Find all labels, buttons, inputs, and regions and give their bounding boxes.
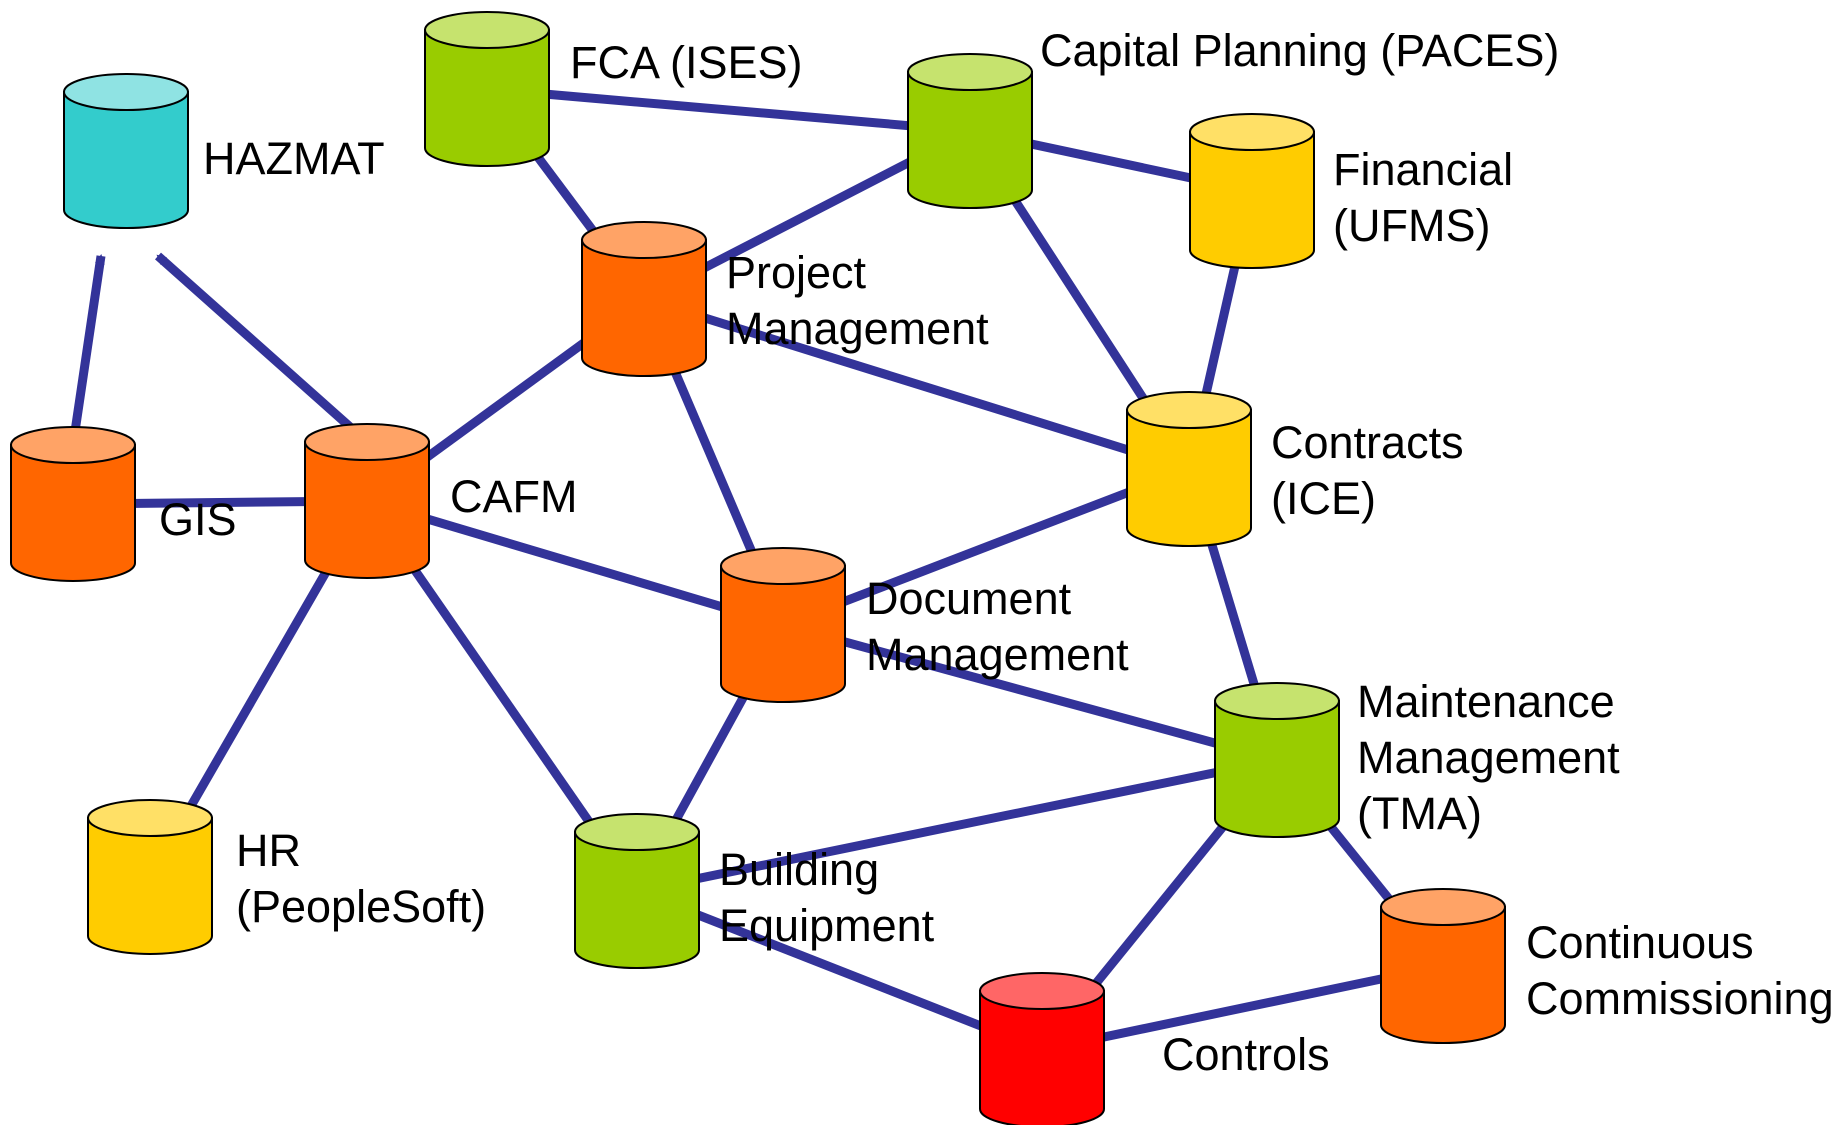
cylinder-top [1189, 113, 1315, 151]
node-label-line: FCA (ISES) [570, 37, 803, 88]
node-label-line: Building [719, 844, 879, 895]
node-label: HAZMAT [203, 133, 385, 184]
node-label-line: Capital Planning (PACES) [1040, 25, 1559, 76]
node-cafm: CAFM [304, 423, 578, 579]
database-cylinder-icon [574, 831, 700, 969]
edge-cafm-document [365, 496, 785, 630]
node-label-line: HR [236, 825, 301, 876]
node-label-line: Financial [1333, 144, 1513, 195]
edge-fca-capital [486, 84, 971, 136]
edge-maintenance-building [636, 755, 1278, 896]
database-cylinder-icon [581, 239, 707, 377]
cylinder-top [1214, 682, 1340, 720]
database-cylinder-icon [1189, 131, 1315, 269]
node-label-line: HAZMAT [203, 133, 385, 184]
node-label-line: (ICE) [1271, 473, 1376, 524]
cylinder-top [581, 221, 707, 259]
cylinder-top [574, 813, 700, 851]
arrow-cafm-to-hazmat [155, 252, 370, 446]
node-label-line: (UFMS) [1333, 200, 1490, 251]
node-financial: Financial(UFMS) [1189, 113, 1513, 269]
node-label-line: CAFM [450, 471, 578, 522]
node-label: FCA (ISES) [570, 37, 803, 88]
cylinder-top [1126, 391, 1252, 429]
arrow-gis-to-hazmat [68, 254, 106, 446]
node-fca: FCA (ISES) [424, 11, 803, 167]
node-hazmat: HAZMAT [63, 73, 385, 229]
node-capital: Capital Planning (PACES) [907, 25, 1559, 209]
node-label-line: (PeopleSoft) [236, 881, 486, 932]
database-cylinder-icon [720, 565, 846, 703]
node-label: Controls [1162, 1029, 1330, 1080]
node-label-line: (TMA) [1357, 788, 1482, 839]
edge-project-contracts [642, 294, 1191, 474]
node-label: Contracts(ICE) [1271, 417, 1464, 524]
database-cylinder-icon [1126, 409, 1252, 547]
edge-contracts-document [781, 464, 1191, 630]
systems: HAZMAT FCA (ISES) Capital Planning (PACES)… [10, 11, 1834, 1125]
edge-building-controls [635, 886, 1044, 1055]
cylinder-top [304, 423, 430, 461]
database-cylinder-icon [1380, 906, 1506, 1044]
cylinder-top [1380, 888, 1506, 926]
node-label-line: Management [866, 629, 1129, 680]
database-cylinder-icon [424, 29, 550, 167]
cylinder-top [63, 73, 189, 111]
database-cylinder-icon [63, 91, 189, 229]
node-label-line: Controls [1162, 1029, 1330, 1080]
node-label-line: GIS [159, 494, 237, 545]
node-contracts: Contracts(ICE) [1126, 391, 1464, 547]
database-cylinder-icon [10, 444, 136, 582]
cylinder-top [979, 972, 1105, 1010]
node-label-line: Project [726, 247, 867, 298]
node-label-line: Management [726, 303, 989, 354]
node-label: Financial(UFMS) [1333, 144, 1513, 251]
node-label: HR(PeopleSoft) [236, 825, 486, 932]
database-cylinder-icon [1214, 700, 1340, 838]
node-label-line: Commissioning [1526, 973, 1834, 1024]
database-cylinder-icon [979, 990, 1105, 1125]
cylinder-top [87, 799, 213, 837]
cylinder-top [424, 11, 550, 49]
cylinder-top [10, 426, 136, 464]
node-controls: Controls [979, 972, 1330, 1125]
cylinder-top [907, 53, 1033, 91]
node-label-line: Management [1357, 732, 1620, 783]
database-cylinder-icon [907, 71, 1033, 209]
database-cylinder-icon [87, 817, 213, 955]
node-label: Capital Planning (PACES) [1040, 25, 1559, 76]
node-hr: HR(PeopleSoft) [87, 799, 486, 955]
node-label-line: Continuous [1526, 917, 1754, 968]
node-label-line: Equipment [719, 900, 935, 951]
database-cylinder-icon [304, 441, 430, 579]
node-label: CAFM [450, 471, 578, 522]
node-label-line: Maintenance [1357, 676, 1615, 727]
node-gis: GIS [10, 426, 237, 582]
cylinder-top [720, 547, 846, 585]
node-label-line: Contracts [1271, 417, 1464, 468]
edge-document-maintenance [781, 620, 1279, 765]
node-label-line: Document [866, 573, 1072, 624]
node-label: GIS [159, 494, 237, 545]
edge-continuous-controls [1041, 961, 1444, 1055]
